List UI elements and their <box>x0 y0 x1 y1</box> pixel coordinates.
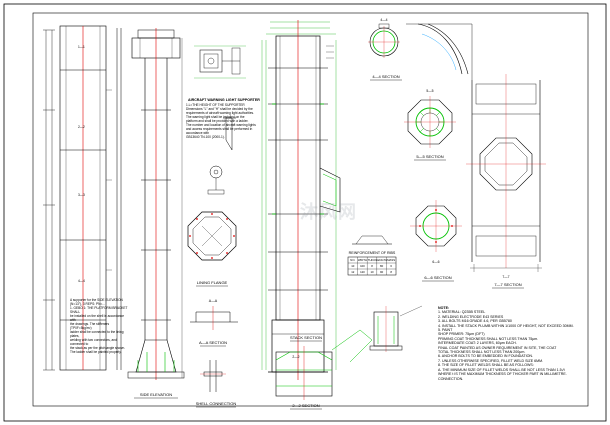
section-66-mark: 6—6 <box>432 260 439 264</box>
rib-table-title: REINFORCEMENT OF RIBS <box>349 251 396 255</box>
rib-table-cell: 6 <box>390 264 392 268</box>
watermark: 沐风网 <box>300 202 357 222</box>
shell-connection-label: SHELL CONNECTION <box>196 401 237 406</box>
section-22-label: 2—2 SECTION <box>292 403 319 408</box>
lamp-detail <box>207 165 225 195</box>
section-44-label: 4—4 SECTION <box>372 74 399 79</box>
section-22-drawing: 2—2 <box>275 329 373 400</box>
rib-table-header: MASS <box>387 258 395 262</box>
elevation-marker: 2—2 <box>78 125 85 129</box>
outer-border <box>3 3 607 422</box>
rib-table-header: THICK <box>368 258 377 262</box>
rib-table-cell: 120 <box>360 270 365 274</box>
section-66-drawing: 6—6 <box>410 200 462 264</box>
section-77-mark: 7—7 <box>502 275 509 279</box>
inner-border <box>32 12 589 407</box>
aircraft-light-note: 1.L=THE HEIGHT OF THE SUPPORTER Dimensio… <box>186 103 256 139</box>
elevation-markers: 1—1 2—2 3—3 4—4 <box>78 45 85 283</box>
section-55-mark: 5—5 <box>426 89 433 93</box>
rib-table-cell: 12 <box>351 270 355 274</box>
lining-flange-drawing <box>187 211 237 261</box>
general-notes-body: 1. MATERIAL: Q235B STEEL 2. WELDING ELEC… <box>438 310 574 381</box>
aircraft-heading: AIRCRAFT WARNING LIGHT SUPPORTER <box>188 98 260 102</box>
elevation-marker: 1—1 <box>78 45 85 49</box>
aa-section-mark: A—A <box>209 299 218 303</box>
shell-connection-drawing <box>200 360 226 392</box>
general-notes-title: NOTE: <box>438 306 450 310</box>
rib-table-header: WIDTH <box>358 258 367 262</box>
section-44-drawing: 4—4 <box>368 18 400 58</box>
duct-bend-detail <box>406 23 473 80</box>
stack-section-label: STACK SECTION <box>290 335 322 340</box>
side-elevation-label: SIDE ELEVATION <box>140 392 172 397</box>
rib-reinforcement-sketch <box>352 235 392 245</box>
rib-table-cell: 100 <box>360 264 365 268</box>
section-55-drawing: 5—5 <box>404 89 456 148</box>
elevation-marker: 3—3 <box>78 193 85 197</box>
lining-flange-label: LINING FLANGE <box>197 280 228 285</box>
aa-section-label: A—A SECTION <box>199 340 227 345</box>
elevation-marker: 4—4 <box>78 279 85 283</box>
rib-table-header: NO. <box>350 258 355 262</box>
rib-table-cell: 8 <box>371 264 373 268</box>
section-77-drawing: 7—7 <box>466 74 546 279</box>
stack-section-drawing <box>261 20 341 380</box>
section-77-label: 7—7 SECTION <box>494 282 521 287</box>
side-elevation-stack <box>127 28 185 380</box>
side-elevation-left <box>43 25 122 371</box>
rib-table-cell: 10 <box>370 270 374 274</box>
bracket-detail <box>223 117 236 151</box>
rib-table-cell: 8 <box>390 270 392 274</box>
rib-table-cell: 10 <box>351 264 355 268</box>
rib-table-cell: 90 <box>380 270 384 274</box>
aa-section-drawing: A—A <box>190 299 238 330</box>
rib-table-frame <box>347 256 397 276</box>
general-notes: NOTE: 1. MATERIAL: Q235B STEEL 2. WELDIN… <box>438 306 588 381</box>
rib-table-header: LENGTH <box>376 258 387 262</box>
section-66-label: 6—6 SECTION <box>424 275 451 280</box>
left-elevation-note: A supporter for the SIDE ELEVATION (N=13… <box>70 298 128 354</box>
aircraft-light-supporter-detail <box>194 45 246 79</box>
rib-table-cell: 80 <box>380 264 384 268</box>
section-55-label: 5—5 SECTION <box>416 154 443 159</box>
base-detail-drawing <box>369 305 423 352</box>
section-22-mark: 2—2 <box>292 355 299 359</box>
section-44-mark: 4—4 <box>380 18 387 22</box>
